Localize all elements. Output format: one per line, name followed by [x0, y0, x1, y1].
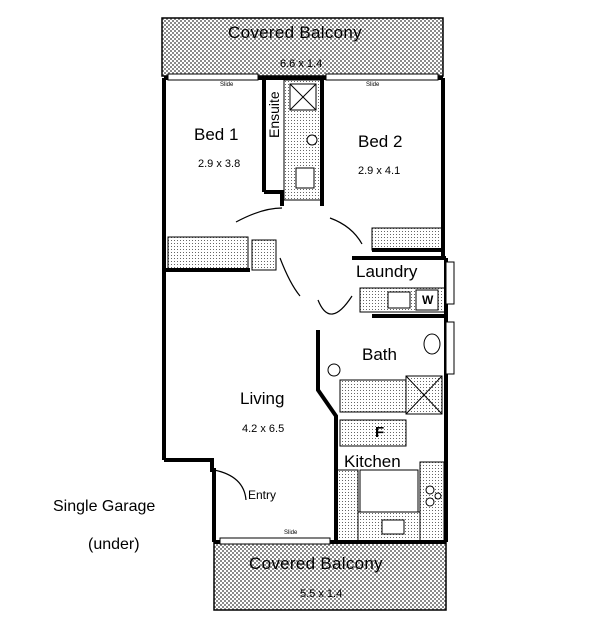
linen-cupboard: [251, 239, 277, 271]
garage-label-line2: (under): [88, 536, 140, 553]
top-balcony: [161, 17, 444, 77]
top-balcony-dimensions: 6.6 x 1.4: [280, 58, 323, 70]
bed1-slide-door-label: Slide: [220, 82, 234, 88]
living-slide-door-label: Slide: [284, 530, 298, 536]
ensuite-fixtures: [289, 83, 318, 189]
kitchen-label: Kitchen: [344, 452, 401, 471]
entry-label: Entry: [248, 488, 277, 502]
living-dimensions: 4.2 x 6.5: [242, 423, 285, 435]
bed1-label: Bed 1: [194, 125, 239, 144]
laundry-fixtures: [387, 289, 439, 311]
garage-label-line1: Single Garage: [53, 498, 156, 515]
fridge-label: F: [375, 424, 385, 441]
living-label: Living: [240, 389, 285, 408]
bathtub: [339, 379, 409, 413]
bed2-slide-door-label: Slide: [366, 82, 380, 88]
kitchen-island: [359, 469, 419, 513]
bath-label: Bath: [362, 345, 397, 364]
laundry-label: Laundry: [356, 262, 418, 281]
kitchen-bench-left: [335, 469, 359, 543]
bed1-dimensions: 2.9 x 3.8: [198, 158, 241, 170]
bottom-balcony: [213, 541, 447, 611]
windows: [167, 73, 455, 545]
kitchen-fixtures: [381, 485, 442, 535]
bed2-label: Bed 2: [358, 132, 403, 151]
bed1-wardrobe: [167, 236, 249, 270]
door-swings: [213, 207, 363, 501]
bath-fixtures: [327, 333, 443, 415]
bottom-balcony-label: Covered Balcony: [249, 554, 383, 573]
kitchen-pantry: [339, 419, 407, 447]
bed2-wardrobe: [371, 227, 443, 251]
ensuite-label: Ensuite: [266, 91, 282, 138]
washer-label: W: [422, 293, 434, 307]
top-balcony-label: Covered Balcony: [228, 23, 362, 42]
bed2-dimensions: 2.9 x 4.1: [358, 165, 401, 177]
bottom-balcony-dimensions: 5.5 x 1.4: [300, 588, 343, 600]
